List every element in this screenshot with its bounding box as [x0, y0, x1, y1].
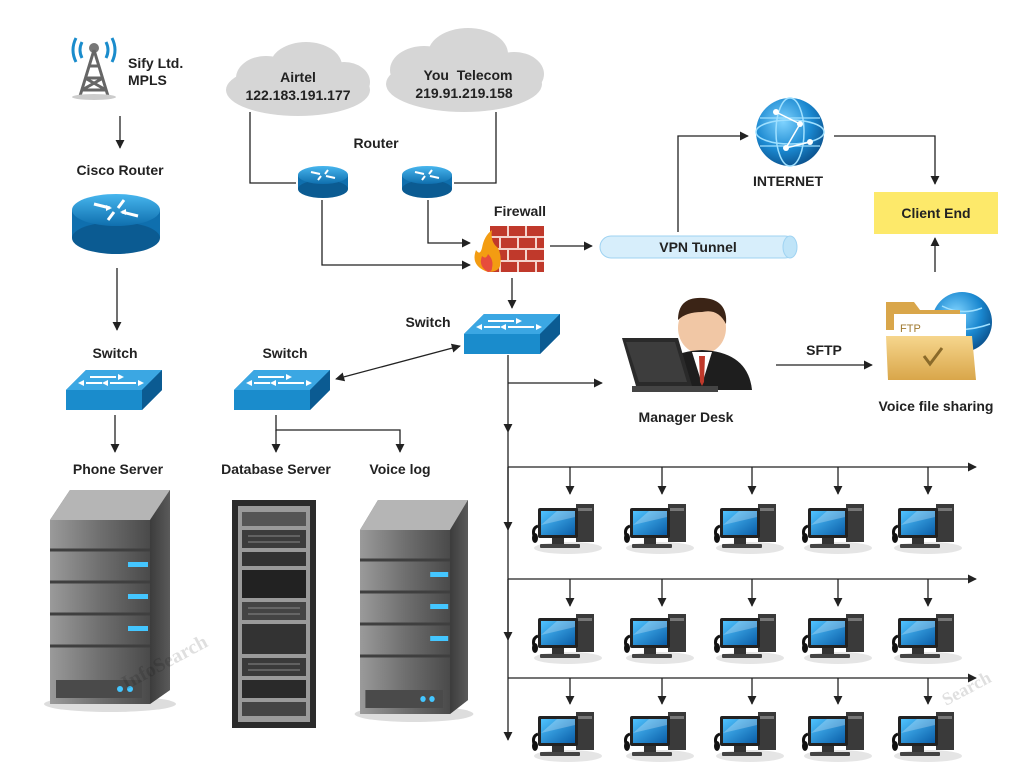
airtel-ip: 122.183.191.177: [245, 87, 350, 103]
workstation-icon: [800, 710, 874, 764]
switch-center-label: Switch: [405, 314, 450, 330]
workstation-icon: [712, 710, 786, 764]
workstation-icon: [890, 710, 964, 764]
svg-text:FTP: FTP: [900, 323, 921, 335]
ftp-folder-icon: FTP: [886, 292, 992, 380]
router-icon: [297, 165, 349, 199]
internet-label: INTERNET: [753, 173, 823, 189]
workstation-icon: [530, 612, 604, 666]
phone-server-label: Phone Server: [73, 461, 164, 477]
workstation-icon: [800, 502, 874, 556]
radio-tower-icon: [71, 37, 117, 100]
watermark-right: Search: [938, 667, 994, 709]
workstation-grid: [530, 502, 964, 764]
client-end-label: Client End: [901, 205, 970, 221]
you-telecom-name: You Telecom: [424, 67, 513, 83]
router-icon: [72, 194, 160, 254]
workstation-icon: [622, 710, 696, 764]
network-switch-icon: [65, 369, 163, 411]
airtel-name: Airtel: [280, 69, 316, 85]
firewall-label: Firewall: [494, 203, 546, 219]
workstation-icon: [890, 502, 964, 556]
connection-lines: [110, 112, 977, 741]
workstation-icon: [712, 502, 786, 556]
sify-label-line2: MPLS: [128, 72, 167, 88]
switch-mid-label: Switch: [262, 345, 307, 361]
sftp-label: SFTP: [806, 342, 842, 358]
network-switch-icon: [233, 369, 331, 411]
database-server-label: Database Server: [221, 461, 331, 477]
workstation-icon: [890, 612, 964, 666]
client-end-box: [874, 192, 998, 234]
manager-laptop-icon: [622, 297, 752, 392]
voice-file-sharing-label: Voice file sharing: [879, 398, 994, 414]
router-icon: [401, 165, 453, 199]
cloud-icon: [386, 28, 544, 112]
workstation-icon: [530, 502, 604, 556]
server-tower-icon: [353, 498, 475, 724]
vpn-tunnel: VPN Tunnel: [599, 235, 798, 259]
vpn-tunnel-label: VPN Tunnel: [659, 239, 737, 255]
globe-icon: [755, 97, 825, 167]
cisco-router-label: Cisco Router: [76, 162, 164, 178]
workstation-icon: [530, 710, 604, 764]
cloud-icon: [226, 42, 370, 116]
you-telecom-ip: 219.91.219.158: [415, 85, 513, 101]
workstation-icon: [622, 502, 696, 556]
server-rack-icon: [232, 500, 316, 728]
switch-left-label: Switch: [92, 345, 137, 361]
firewall-icon: [474, 226, 544, 272]
router-label: Router: [353, 135, 399, 151]
manager-desk-label: Manager Desk: [639, 409, 734, 425]
voice-log-label: Voice log: [369, 461, 430, 477]
network-switch-icon: [463, 313, 561, 355]
workstation-icon: [800, 612, 874, 666]
sify-label-line1: Sify Ltd.: [128, 55, 183, 71]
workstation-icon: [712, 612, 786, 666]
workstation-icon: [622, 612, 696, 666]
